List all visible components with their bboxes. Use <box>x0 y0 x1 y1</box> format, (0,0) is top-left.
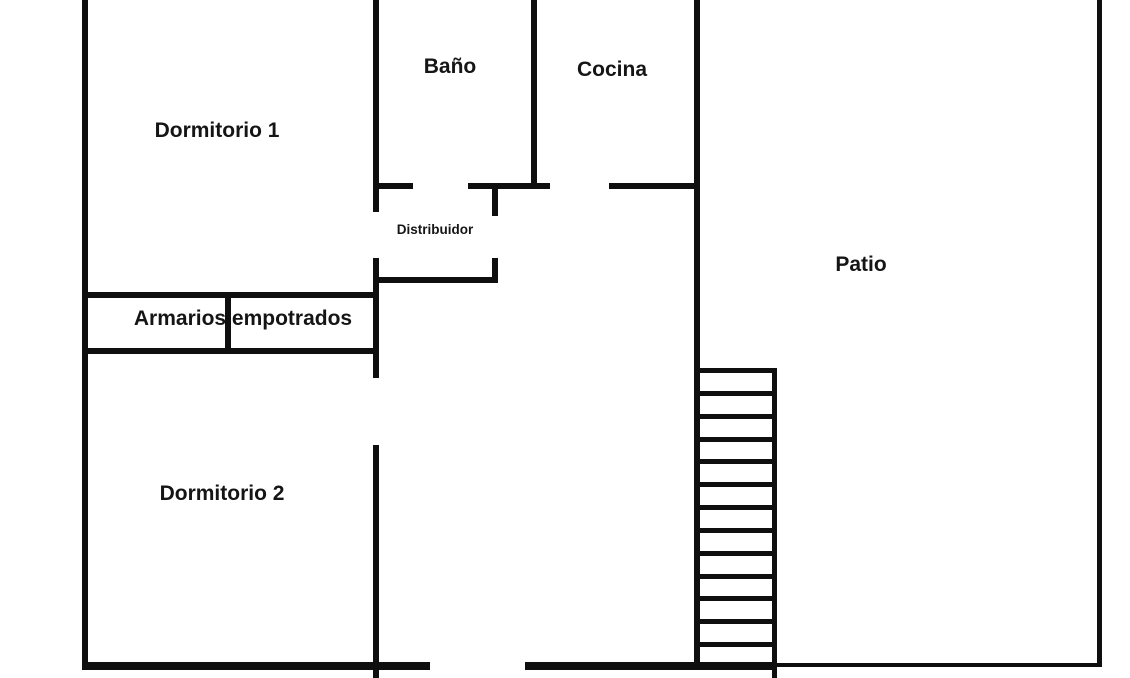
wall-exterior-left <box>82 0 88 670</box>
wall-patio-bottom <box>777 663 1102 667</box>
wall-patio-left <box>694 0 700 668</box>
stair-step <box>700 574 772 579</box>
wall-dorm2-right <box>373 445 379 678</box>
stair-step <box>700 642 772 647</box>
stair-step <box>700 391 772 396</box>
wall-bano-bottom-right-segment <box>468 183 550 189</box>
wall-distribuidor-right-lower-stub <box>492 258 498 283</box>
stair-step <box>700 368 772 373</box>
wall-cocina-bottom-segment <box>609 183 700 189</box>
wall-patio-right <box>1097 0 1102 667</box>
wall-armarios-divider <box>225 292 231 354</box>
wall-bano-cocina-divider <box>531 0 537 188</box>
wall-bano-bottom-left-stub <box>373 183 413 189</box>
wall-dorm1-bano-divider <box>373 0 379 212</box>
stair-step <box>700 505 772 510</box>
room-label-armarios: Armarios empotrados <box>133 307 353 330</box>
staircase-right-rail <box>772 368 777 678</box>
room-label-patio: Patio <box>835 253 887 276</box>
stair-step <box>700 437 772 442</box>
room-label-dormitorio2: Dormitorio 2 <box>159 482 285 505</box>
wall-distribuidor-right-upper-stub <box>492 183 498 216</box>
room-label-cocina: Cocina <box>576 58 647 81</box>
stair-step <box>700 414 772 419</box>
staircase <box>700 368 772 665</box>
room-label-distribuidor: Distribuidor <box>396 222 474 237</box>
room-label-dormitorio1: Dormitorio 1 <box>154 119 280 142</box>
room-label-bano: Baño <box>423 55 477 78</box>
stair-step <box>700 596 772 601</box>
wall-distribuidor-bottom <box>373 277 498 283</box>
stair-step <box>700 528 772 533</box>
stair-step <box>700 482 772 487</box>
wall-bottom-left-segment <box>82 662 430 670</box>
wall-distribuidor-left <box>373 258 379 378</box>
wall-bottom-middle-segment <box>525 662 777 670</box>
stair-step <box>700 619 772 624</box>
stair-step <box>700 551 772 556</box>
stair-step <box>700 459 772 464</box>
